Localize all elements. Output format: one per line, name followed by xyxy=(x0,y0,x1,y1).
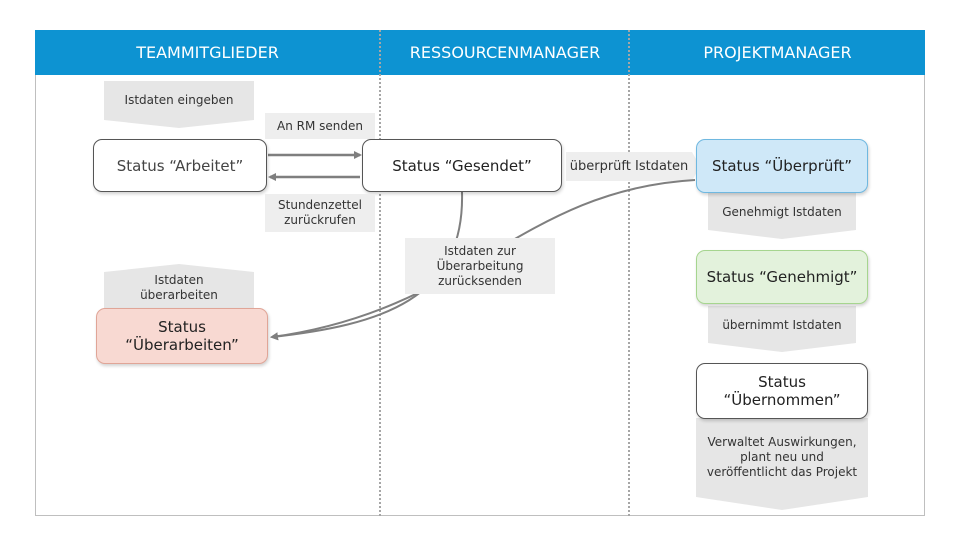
lane-title-project-manager: PROJEKTMANAGER xyxy=(703,43,852,62)
label-send-to-rm: An RM senden xyxy=(265,113,375,139)
label-recall-timesheet: Stundenzettel zurückrufen xyxy=(265,194,375,232)
chevron-rework-actuals xyxy=(104,264,254,308)
status-sent: Status “Gesendet” xyxy=(362,139,562,192)
lane-header: TEAMMITGLIEDER RESSOURCENMANAGER PROJEKT… xyxy=(35,30,925,75)
chevron-approve-actuals xyxy=(708,193,856,239)
status-accepted: Status “Übernommen” xyxy=(696,363,868,419)
step-manage-impacts: Verwaltet Auswirkungen, plant neu und ve… xyxy=(706,434,858,479)
status-rework: Status “Überarbeiten” xyxy=(96,308,268,364)
label-return-for-rework: Istdaten zur Überarbeitung zurücksenden xyxy=(405,238,555,294)
step-accept-actuals: übernimmt Istdaten xyxy=(722,317,842,332)
label-checks-actuals: überprüft Istdaten xyxy=(569,159,689,174)
step-enter-actuals: Istdaten eingeben xyxy=(124,93,234,107)
status-approved: Status “Genehmigt” xyxy=(696,250,868,304)
lane-divider-1 xyxy=(379,30,381,516)
step-rework-actuals: Istdaten überarbeiten xyxy=(140,273,218,302)
chevron-enter-actuals xyxy=(104,81,254,128)
lane-divider-2 xyxy=(628,30,630,516)
lane-title-resource-manager: RESSOURCENMANAGER xyxy=(409,43,601,62)
lane-title-team-members: TEAMMITGLIEDER xyxy=(136,43,279,62)
chevron-checks-actuals xyxy=(566,152,700,181)
chevron-accept-actuals xyxy=(708,306,856,352)
arrow-return-from-sent xyxy=(270,191,464,341)
chevron-manage-impacts xyxy=(696,418,868,510)
status-working: Status “Arbeitet” xyxy=(93,139,267,192)
step-approve-actuals: Genehmigt Istdaten xyxy=(722,204,842,219)
status-checked: Status “Überprüft” xyxy=(696,139,868,193)
